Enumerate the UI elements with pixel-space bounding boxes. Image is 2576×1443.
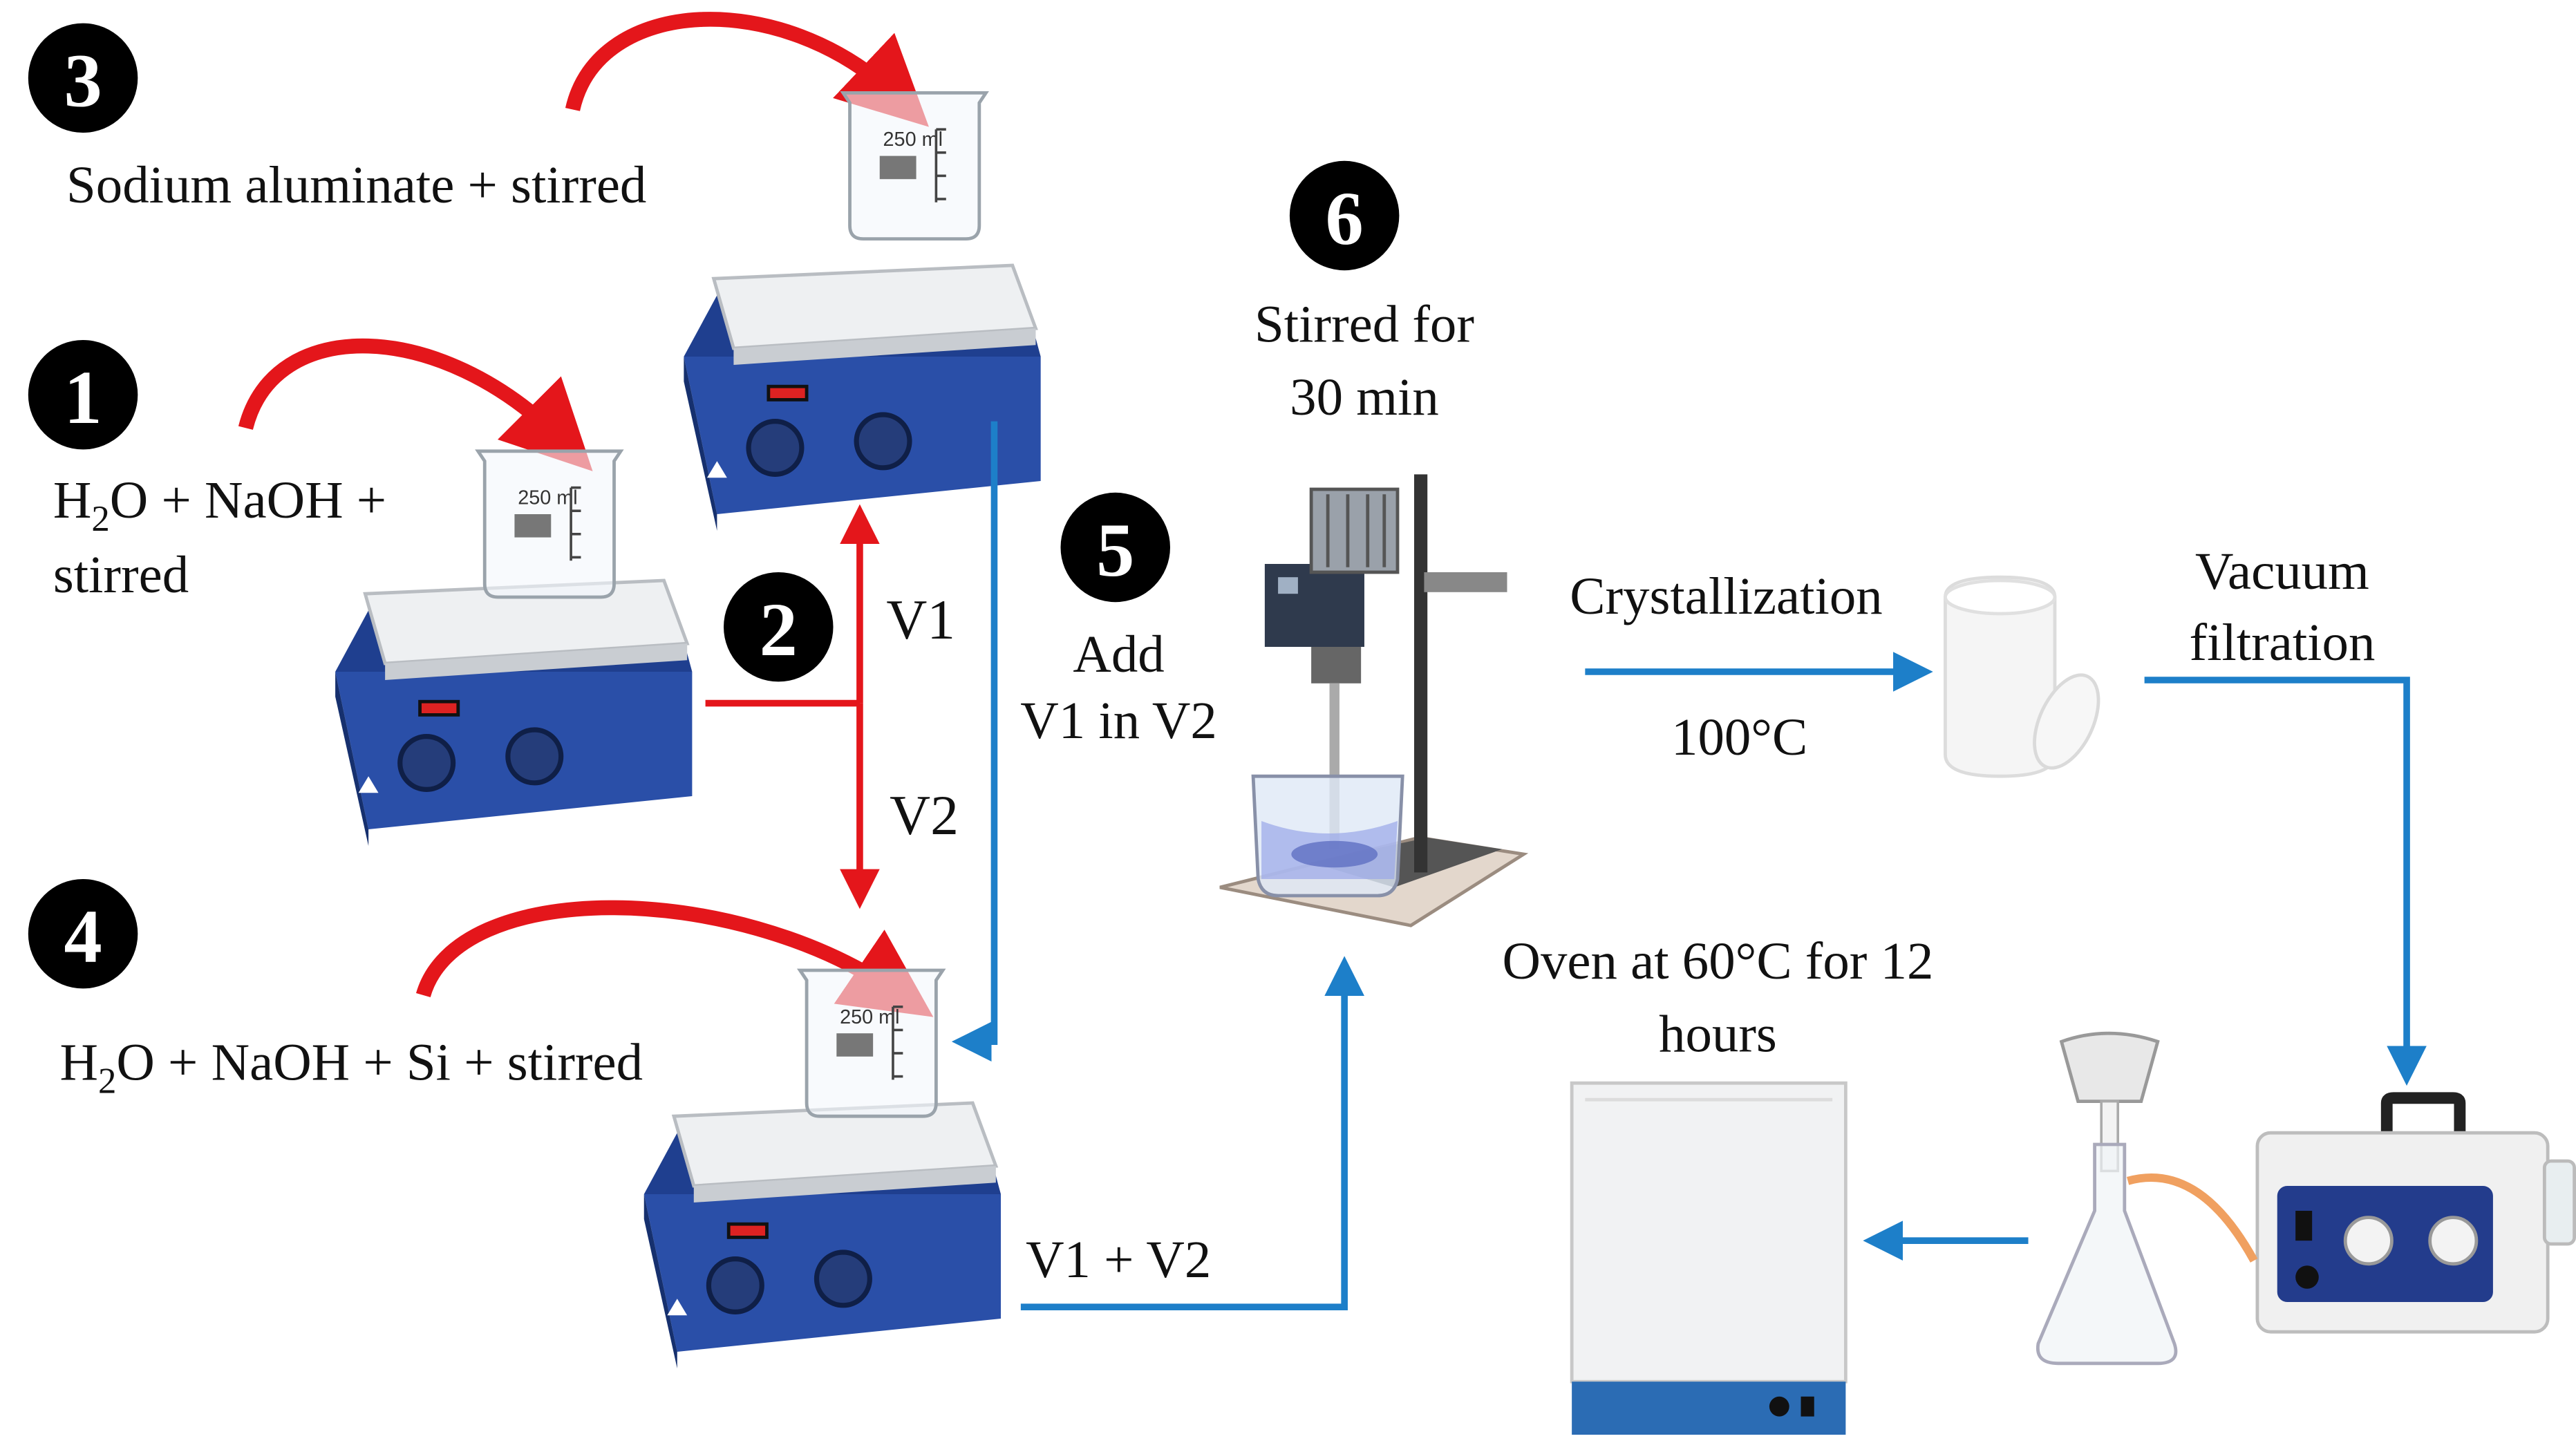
step-6-badge: 6 [1289, 160, 1400, 271]
label-v2: V2 [890, 784, 959, 847]
step-3-number: 3 [64, 39, 102, 123]
vacuum-pump-icon [2255, 1092, 2576, 1334]
step-4-pour-arrow [415, 900, 934, 1017]
crystallization-label: Crystallization [1570, 567, 1882, 625]
step-1-label-line2: stirred [53, 545, 189, 604]
step-2-number: 2 [760, 587, 798, 672]
beaker-icon-4 [800, 970, 943, 1116]
step-5-label-line2: V1 in V2 [1020, 691, 1217, 750]
hot-plate-stirrer-1 [335, 581, 692, 846]
step-3-pour-arrow [565, 12, 929, 127]
overhead-stirrer-icon [1219, 474, 1529, 927]
hot-plate-stirrer-3 [684, 265, 1040, 531]
step-5-number: 5 [1096, 508, 1134, 592]
label-v1: V1 [886, 588, 955, 651]
hot-plate-stirrer-4 [644, 1103, 1001, 1368]
step-6-label-line1: Stirred for [1254, 294, 1474, 353]
step-5-badge: 5 [1060, 492, 1170, 603]
step-6-label-line2: 30 min [1290, 368, 1439, 426]
transfer-arrow-3-to-4 [951, 421, 998, 1062]
filtration-arrow [2144, 677, 2427, 1086]
filtration-label-line1: Vacuum [2195, 542, 2369, 601]
step-3-badge: 3 [28, 23, 138, 133]
beaker-icon-3 [843, 93, 986, 238]
step-2-badge: 2 [724, 572, 834, 682]
step-1-pour-arrow [238, 338, 593, 471]
step-6-number: 6 [1326, 176, 1364, 261]
oven-label-line1: Oven at 60°C for 12 [1502, 932, 1933, 990]
oven-icon [1570, 1081, 1848, 1435]
step-3-label: Sodium aluminate + stirred [66, 155, 646, 214]
step-1-number: 1 [64, 355, 102, 440]
combine-label: V1 + V2 [1026, 1230, 1211, 1289]
ptfe-vessel-icon [1944, 575, 2100, 778]
filtration-label-line2: filtration [2190, 613, 2376, 672]
beaker-icon-1 [478, 451, 621, 597]
step-1-badge: 1 [28, 340, 138, 450]
step-4-label: H2O + NaOH + Si + stirred [59, 1032, 643, 1101]
oven-label-line2: hours [1659, 1005, 1777, 1064]
step-1-label-line1: H2O + NaOH + [53, 471, 386, 539]
combine-arrow [1020, 956, 1364, 1310]
step-4-badge: 4 [28, 879, 138, 989]
buchner-flask-icon [2036, 1031, 2258, 1366]
step-4-number: 4 [64, 894, 102, 979]
crystallization-temp: 100°C [1671, 708, 1807, 766]
step-5-label-line1: Add [1073, 625, 1164, 683]
